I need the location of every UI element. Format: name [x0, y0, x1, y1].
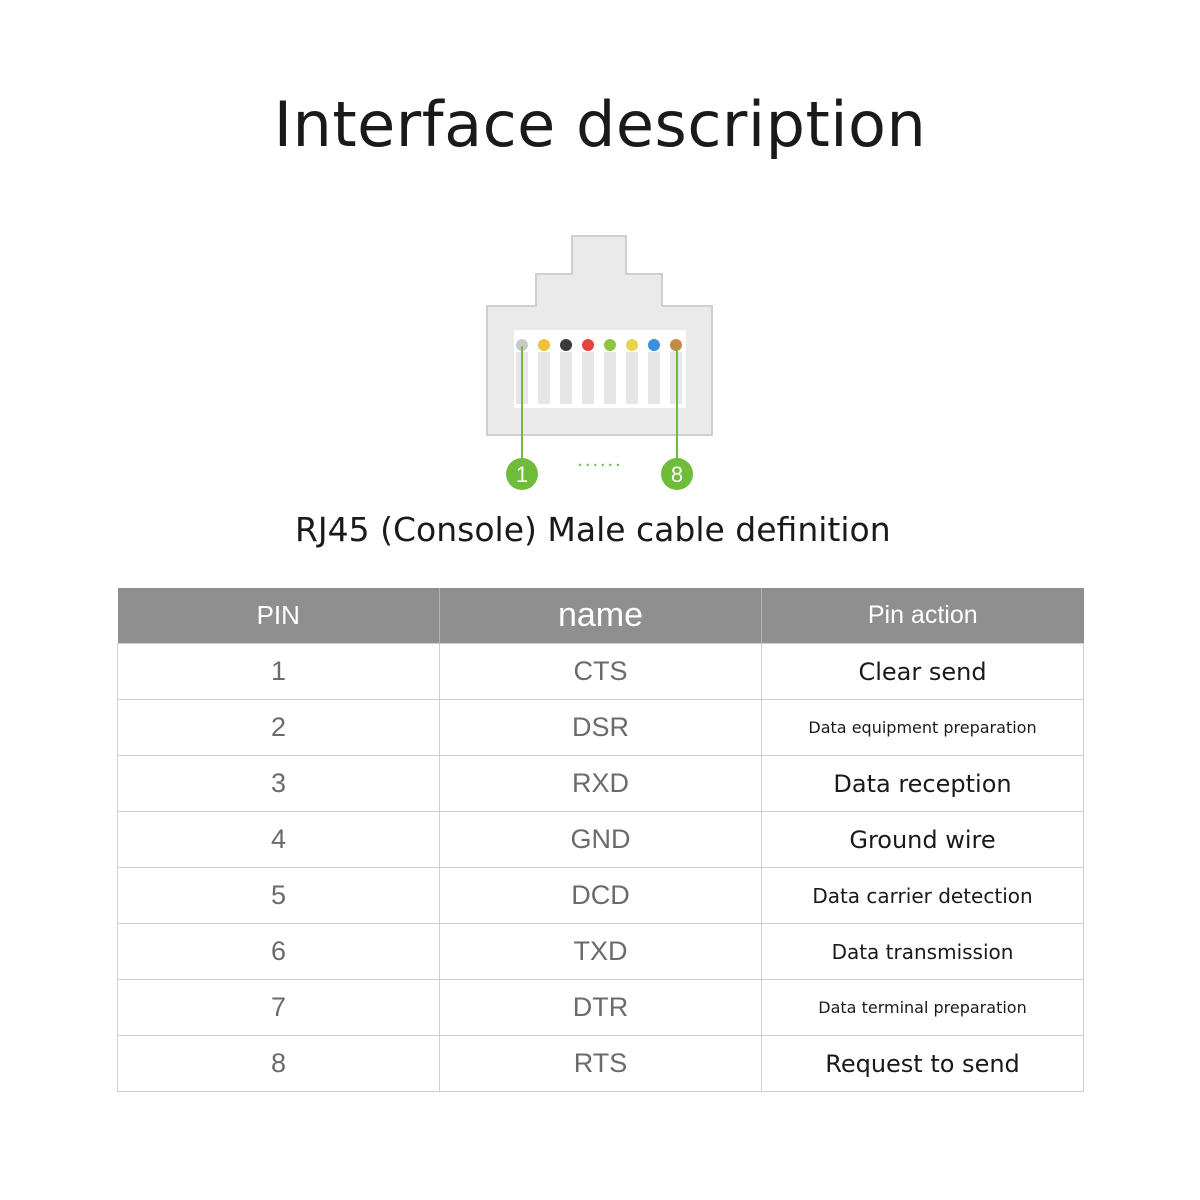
pin-number: 3 [117, 755, 440, 812]
table-row: 1 CTS Clear send [117, 643, 1084, 700]
contact-strip [582, 352, 594, 404]
pin-action: Request to send [761, 1035, 1084, 1092]
ellipsis-dots: ...... [577, 449, 622, 471]
contact-strip [626, 352, 638, 404]
pin-definition-table: PIN name Pin action 1 CTS Clear send 2 D… [117, 588, 1084, 1092]
pin-number: 1 [117, 643, 440, 700]
pin-color-dot [626, 339, 638, 351]
signal-name: RXD [439, 755, 762, 812]
pin-8-label: 8 [671, 462, 683, 487]
pin-color-dot [560, 339, 572, 351]
signal-name: CTS [439, 643, 762, 700]
header-name: name [439, 588, 762, 644]
pin-action: Ground wire [761, 811, 1084, 868]
pin-number: 8 [117, 1035, 440, 1092]
pin-action: Data carrier detection [761, 867, 1084, 924]
table-row: 4 GND Ground wire [117, 811, 1084, 868]
header-pin: PIN [117, 588, 440, 644]
pin-color-dot [604, 339, 616, 351]
pin-action: Clear send [761, 643, 1084, 700]
table-row: 2 DSR Data equipment preparation [117, 699, 1084, 756]
pin-number: 2 [117, 699, 440, 756]
pin-color-dot [538, 339, 550, 351]
signal-name: DSR [439, 699, 762, 756]
pin-action: Data reception [761, 755, 1084, 812]
signal-name: TXD [439, 923, 762, 980]
table-row: 7 DTR Data terminal preparation [117, 979, 1084, 1036]
connector-body [486, 235, 713, 436]
pin-color-dot [670, 339, 682, 351]
table-row: 8 RTS Request to send [117, 1035, 1084, 1092]
signal-name: DTR [439, 979, 762, 1036]
pin-action: Data terminal preparation [761, 979, 1084, 1036]
contact-strip [560, 352, 572, 404]
signal-name: DCD [439, 867, 762, 924]
pin-8-marker [661, 458, 693, 490]
pin-action: Data equipment preparation [761, 699, 1084, 756]
contact-strip [538, 352, 550, 404]
table-row: 5 DCD Data carrier detection [117, 867, 1084, 924]
pin-number: 7 [117, 979, 440, 1036]
header-pin-action: Pin action [761, 588, 1084, 644]
pin-color-dot [582, 339, 594, 351]
pin-number: 4 [117, 811, 440, 868]
table-row: 3 RXD Data reception [117, 755, 1084, 812]
pin-1-label: 1 [516, 462, 528, 487]
page-title: Interface description [273, 88, 927, 161]
contact-pins [516, 339, 682, 404]
pin-action: Data transmission [761, 923, 1084, 980]
pin-number: 5 [117, 867, 440, 924]
contact-strip [604, 352, 616, 404]
rj45-connector-diagram: 1 8 ...... [486, 235, 713, 490]
contact-strip [648, 352, 660, 404]
table-header-row: PIN name Pin action [117, 588, 1084, 644]
pin-1-marker [506, 458, 538, 490]
signal-name: GND [439, 811, 762, 868]
pin-number: 6 [117, 923, 440, 980]
signal-name: RTS [439, 1035, 762, 1092]
pin-color-dot [648, 339, 660, 351]
connector-caption: RJ45 (Console) Male cable definition [295, 510, 891, 549]
pin-color-dot [516, 339, 528, 351]
table-row: 6 TXD Data transmission [117, 923, 1084, 980]
